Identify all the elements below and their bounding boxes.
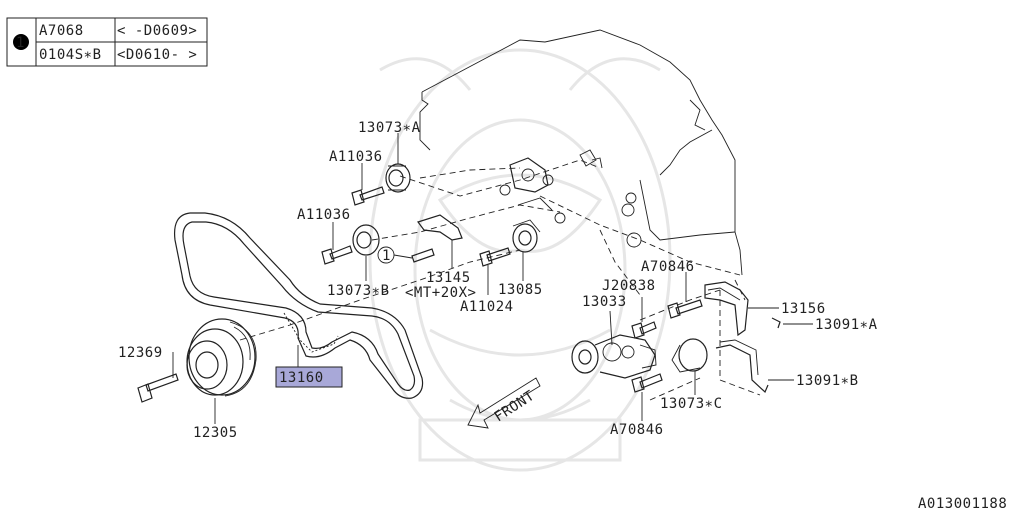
label-13145[interactable]: 13145	[426, 270, 471, 286]
bolt-a70846-bottom	[631, 373, 663, 393]
label-a70846-top[interactable]: A70846	[641, 259, 695, 275]
bolt-j20838	[631, 321, 657, 339]
bracket-13156	[704, 281, 749, 337]
legend-table	[6, 17, 208, 67]
upper-mount-parts	[499, 149, 603, 224]
bolt-ref-1	[377, 246, 435, 264]
label-ref-one: 1	[382, 248, 391, 264]
label-12369[interactable]: 12369	[118, 345, 163, 361]
label-13156[interactable]: 13156	[781, 301, 826, 317]
bolt-a11036-mid	[321, 245, 353, 265]
bolt-a11024	[479, 247, 511, 267]
tensioner-assembly-13033	[571, 334, 657, 379]
legend-ref-number: 1	[16, 35, 25, 51]
legend-row-2-range: <D0610- >	[117, 47, 197, 63]
crank-bolt	[137, 373, 179, 403]
label-a11036-top[interactable]: A11036	[329, 149, 383, 165]
drive-belt	[173, 212, 424, 399]
label-j20838[interactable]: J20838	[602, 278, 656, 294]
legend-row-1-range: < -D0609>	[117, 23, 197, 39]
legend-row-1-part: A7068	[39, 23, 84, 39]
label-a11024[interactable]: A11024	[460, 299, 514, 315]
label-12305[interactable]: 12305	[193, 425, 238, 441]
idler-pulley-a	[385, 163, 411, 193]
crank-pulley	[186, 318, 257, 397]
label-13073b[interactable]: 13073∗B	[327, 283, 390, 299]
label-13091b[interactable]: 13091∗B	[796, 373, 859, 389]
label-13085[interactable]: 13085	[498, 282, 543, 298]
label-13033[interactable]: 13033	[582, 294, 627, 310]
bracket-13145	[417, 214, 463, 241]
label-13073a[interactable]: 13073∗A	[358, 120, 421, 136]
idler-pulley-c	[671, 338, 708, 373]
legend-row-2-part: 0104S∗B	[39, 47, 102, 63]
front-arrow	[467, 377, 541, 429]
bracket-13091b	[715, 339, 769, 394]
diagram-id: A013001188	[918, 496, 1007, 512]
assembly-lines	[239, 159, 761, 401]
label-13091a[interactable]: 13091∗A	[815, 317, 878, 333]
label-a70846-bottom[interactable]: A70846	[610, 422, 664, 438]
clip-13091a	[771, 317, 781, 329]
idler-pulley-b	[352, 224, 380, 256]
tensioner-13085	[512, 219, 541, 253]
label-13073c[interactable]: 13073∗C	[660, 396, 723, 412]
leader-lines	[172, 133, 813, 424]
highlight-box-13160	[275, 366, 343, 388]
watermark-emblem	[368, 48, 672, 472]
bolt-a70846-top	[667, 299, 703, 319]
label-a11036-mid[interactable]: A11036	[297, 207, 351, 223]
bolt-a11036-top	[351, 186, 385, 206]
label-13160[interactable]: 13160	[279, 370, 324, 386]
label-13145-note: <MT+20X>	[405, 285, 476, 301]
